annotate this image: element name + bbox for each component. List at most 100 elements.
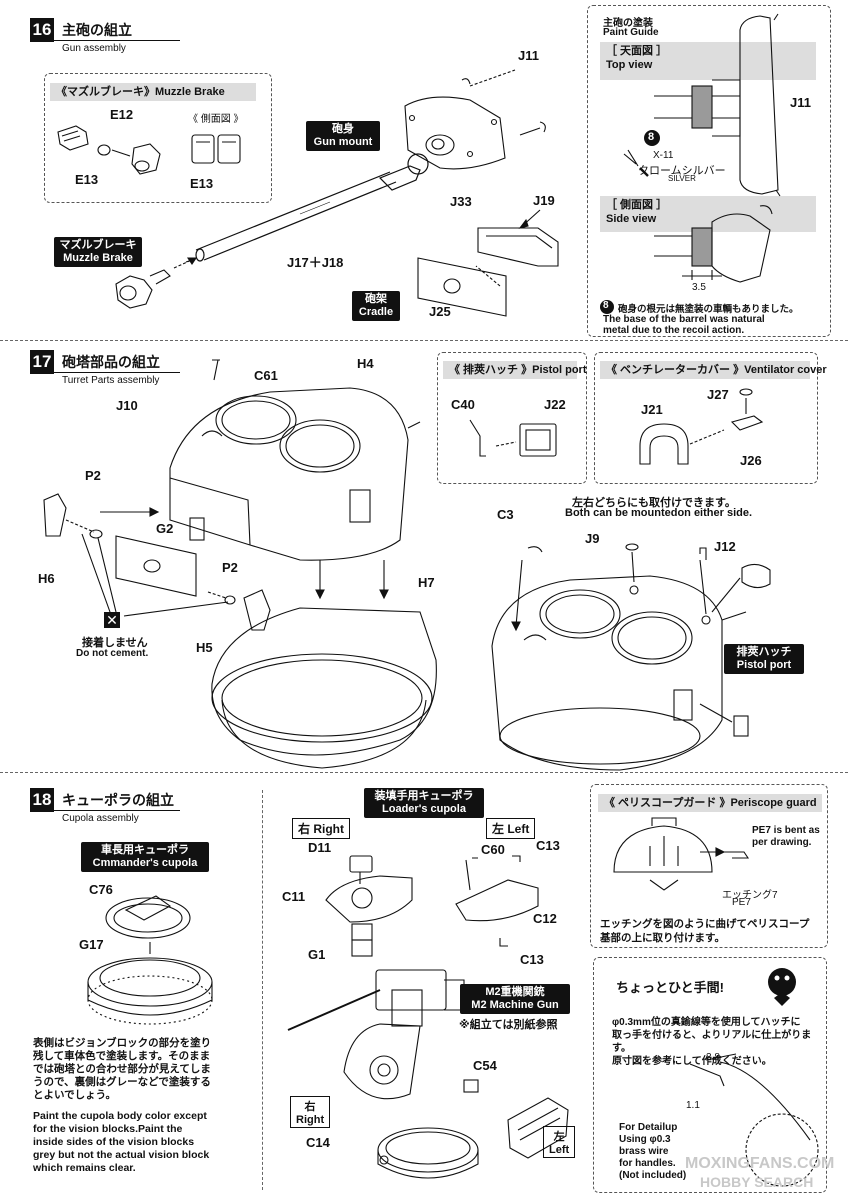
part-j17-j18: J17＋J18 (287, 255, 344, 270)
paint-note-jp: 砲身の根元は無塗装の車輌もありました。 (618, 304, 799, 315)
periscope-guard-box (590, 784, 828, 948)
paint-guide-title-en: Paint Guide (603, 27, 659, 38)
part-c40: C40 (451, 397, 475, 412)
column-divider (262, 790, 263, 1190)
part-p2: P2 (85, 468, 101, 483)
part-c13: C13 (536, 838, 560, 853)
step-title: キューポラの組立 (62, 792, 174, 808)
section-divider (0, 772, 848, 773)
section-divider (0, 340, 848, 341)
part-g1: G1 (308, 947, 326, 962)
ventilator-heading: 《 ベンチレーターカバー 》Ventilator cover (600, 361, 827, 379)
part-j19: J19 (533, 193, 555, 208)
part-d11: D11 (308, 840, 332, 855)
cupola-note-jp: 表側はビジョンブロックの部分を塗り 残して車体色で塗装します。そのまま では砲塔… (33, 1037, 212, 1101)
dimension-3-8: 3.8 (706, 1052, 720, 1063)
title-underline (30, 810, 180, 811)
part-h7: H7 (418, 575, 435, 590)
step-number: 17 (30, 350, 54, 374)
part-p2-b: P2 (222, 560, 238, 575)
paint-name-en: SILVER (668, 174, 696, 183)
part-j21: J21 (641, 402, 663, 417)
part-e13-side: E13 (190, 176, 214, 191)
step-number: 18 (30, 788, 54, 812)
periscope-guard-heading: 《 ペリスコープガード 》Periscope guard (598, 794, 822, 812)
side-view-label: 《 側面図 》 (188, 114, 244, 125)
part-h6: H6 (38, 571, 55, 586)
step-subtitle: Turret Parts assembly (62, 375, 160, 386)
part-j10: J10 (116, 398, 138, 413)
part-e13: E13 (75, 172, 99, 187)
part-c54: C54 (473, 1058, 497, 1073)
part-j9: J9 (585, 531, 600, 546)
do-not-cement-jp: 接着しません (82, 637, 148, 649)
watermark-text: MOXINGFANS.COM (685, 1155, 835, 1172)
part-h5: H5 (196, 640, 213, 655)
ventilator-cover-box (594, 352, 818, 484)
right-label: 右 Right (292, 818, 350, 839)
pe7-note-2: per drawing. (752, 837, 812, 848)
either-side-jp: 左右どちらにも取付けできます。 (572, 497, 736, 509)
periscope-note-jp-1: エッチングを図のように曲げてペリスコープ (600, 918, 810, 930)
part-g2: G2 (156, 521, 174, 536)
top-view-heading: ［ 天面図 ］Top view (600, 42, 816, 80)
muzzle-brake-heading: 《マズルブレーキ》Muzzle Brake (50, 83, 256, 101)
note-icon-digit: 8 (603, 300, 609, 311)
watermark-text-2: HOBBY SEARCH (700, 1174, 814, 1190)
paint-note-en-2: metal due to the recoil action. (603, 325, 745, 336)
step-subtitle: Cupola assembly (62, 813, 139, 824)
dimension-label: 3.5 (692, 282, 706, 293)
pistol-port-heading: 《 排莢ハッチ 》Pistol port (443, 361, 587, 379)
dimension-1-1: 1.1 (686, 1100, 700, 1111)
detail-up-note-jp: φ0.3mm位の真鍮線等を使用してハッチに 取っ手を付けると、よりリアルに仕上が… (612, 1017, 812, 1067)
do-not-cement-en: Do not cement. (76, 648, 149, 659)
part-c3: C3 (497, 507, 514, 522)
part-j12: J12 (714, 539, 736, 554)
title-underline (30, 372, 180, 373)
muzzle-brake-box (44, 73, 272, 203)
step-number: 16 (30, 18, 54, 42)
part-c61: C61 (254, 368, 278, 383)
periscope-note-jp-2: 基部の上に取り付けます。 (600, 932, 725, 944)
side-view-heading: ［ 側面図 ］Side view (600, 196, 816, 232)
paint-guide-title: 主砲の塗装 (603, 18, 653, 29)
detail-up-note-en: For Detailup Using φ0.3 brass wire for h… (619, 1122, 687, 1181)
step-subtitle: Gun assembly (62, 43, 126, 54)
paint-code: X-11 (653, 150, 674, 161)
pe7-note-1: PE7 is bent as (752, 825, 820, 836)
part-c60: C60 (481, 842, 505, 857)
pistol-port-box (437, 352, 587, 484)
cupola-note-en: Paint the cupola body color except for t… (33, 1110, 210, 1174)
do-not-cement-icon: ✕ (104, 612, 120, 628)
part-c11: C11 (282, 889, 306, 904)
part-j26: J26 (740, 453, 762, 468)
pe7-label: PE7 (732, 897, 751, 908)
m2-note: ※組立ては別紙参照 (459, 1019, 558, 1031)
part-c12: C12 (533, 911, 557, 926)
paint-guide-box (587, 5, 831, 337)
part-j22: J22 (544, 397, 566, 412)
title-underline (30, 40, 180, 41)
part-c13-b: C13 (520, 952, 544, 967)
part-h4: H4 (357, 356, 374, 371)
detail-up-box (593, 957, 827, 1193)
paint-name: クロームシルバー (638, 165, 726, 177)
part-j27: J27 (707, 387, 729, 402)
step-title: 砲塔部品の組立 (62, 354, 160, 370)
detail-up-title: ちょっとひと手間! (616, 980, 724, 995)
etch-label: エッチング7 (722, 890, 778, 901)
part-j25: J25 (429, 304, 451, 319)
part-c76: C76 (89, 882, 113, 897)
step-title: 主砲の組立 (62, 22, 132, 38)
paint-number: 8 (648, 131, 655, 143)
part-c14: C14 (306, 1135, 330, 1150)
